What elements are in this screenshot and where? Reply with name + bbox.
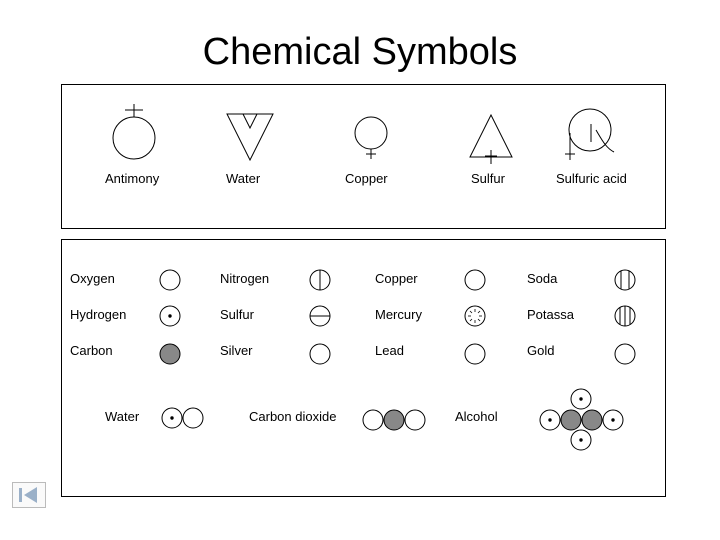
carbon-label: Carbon: [70, 343, 113, 358]
soda-icon: [614, 269, 636, 291]
antimony-label: Antimony: [105, 171, 160, 186]
dalton-symbols-panel: [61, 239, 666, 497]
dalton-copper-label: Copper: [375, 271, 418, 286]
silver-label: Silver: [220, 343, 253, 358]
water-label: Water: [226, 171, 261, 186]
carbon-dioxide-molecule-icon: [362, 409, 426, 431]
alchemical-symbols-panel: [61, 84, 666, 229]
copper-icon: [354, 116, 388, 159]
carbon-icon: [159, 343, 181, 365]
hydrogen-label: Hydrogen: [70, 307, 127, 322]
water-icon: [226, 113, 274, 162]
oxygen-icon: [159, 269, 181, 291]
carbon-dioxide-label: Carbon dioxide: [249, 409, 337, 424]
oxygen-label: Oxygen: [70, 271, 115, 286]
previous-slide-icon: [19, 487, 37, 503]
mercury-label: Mercury: [375, 307, 422, 322]
nitrogen-icon: [309, 269, 331, 291]
sulfur-label: Sulfur: [471, 171, 505, 186]
previous-slide-button[interactable]: [12, 482, 46, 508]
sulfur-triangle-icon: [469, 113, 513, 164]
gold-icon: [614, 343, 636, 365]
sulfuric-acid-label: Sulfuric acid: [556, 171, 627, 186]
soda-label: Soda: [527, 271, 558, 286]
mercury-icon: [464, 305, 486, 327]
dalton-sulfur-icon: [309, 305, 331, 327]
alcohol-label: Alcohol: [455, 409, 498, 424]
antimony-icon: [112, 104, 156, 160]
potassa-icon: [614, 305, 636, 327]
water-molecule-icon: [161, 407, 204, 429]
page-title: Chemical Symbols: [202, 31, 518, 73]
copper-label: Copper: [345, 171, 388, 186]
compound-water-label: Water: [105, 409, 140, 424]
hydrogen-icon: [159, 305, 181, 327]
alcohol-molecule-icon: [539, 388, 624, 451]
dalton-sulfur-label: Sulfur: [220, 307, 254, 322]
lead-icon: [464, 343, 486, 365]
dalton-copper-icon: [464, 269, 486, 291]
sulfuric-acid-icon: [565, 108, 615, 160]
nitrogen-label: Nitrogen: [220, 271, 270, 286]
lead-label: Lead: [375, 343, 404, 358]
gold-label: Gold: [527, 343, 555, 358]
silver-icon: [309, 343, 331, 365]
potassa-label: Potassa: [527, 307, 574, 322]
